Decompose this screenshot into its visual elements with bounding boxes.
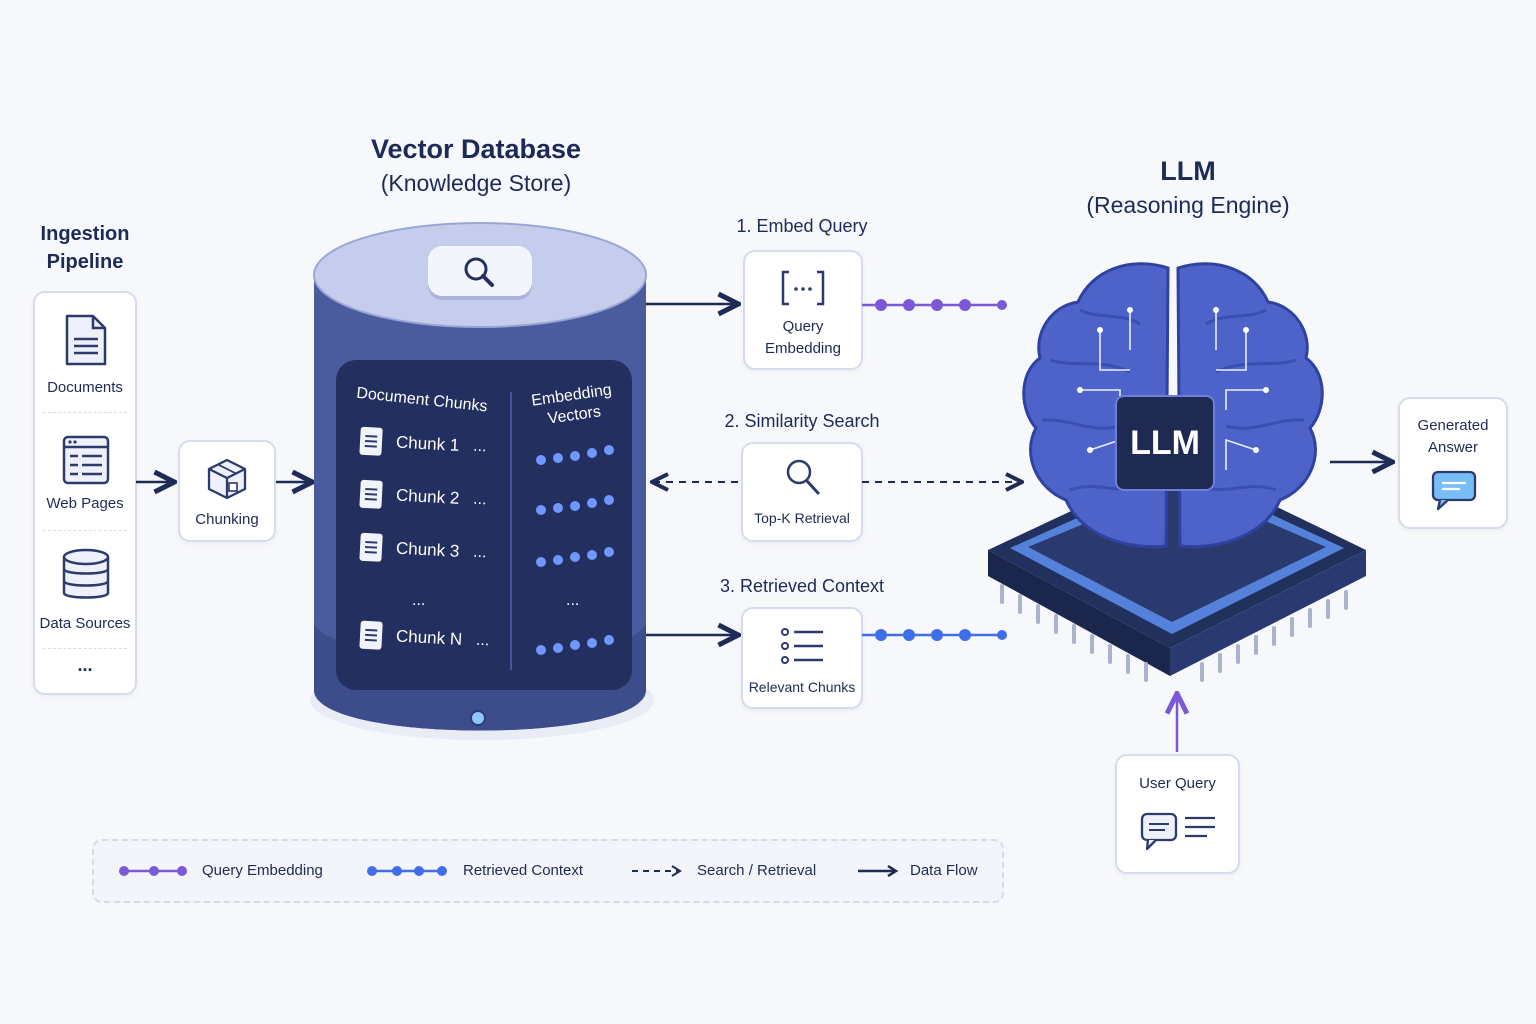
legend-query-embedding: Query Embedding xyxy=(202,862,323,879)
query-embedding-card[interactable]: Query Embedding xyxy=(743,250,863,370)
vectors-gap-ellipsis: ... xyxy=(566,592,580,609)
db-search-badge[interactable] xyxy=(428,246,532,296)
generated-answer-label: Generated Answer xyxy=(1400,415,1506,459)
vector-db-cylinder xyxy=(310,222,654,740)
top-k-retrieval-card[interactable]: Top-K Retrieval xyxy=(741,442,863,542)
web-pages-item[interactable]: Web Pages xyxy=(35,413,135,531)
document-icon xyxy=(65,314,107,366)
documents-label: Documents xyxy=(47,379,123,396)
legend-query-embedding-swatch xyxy=(119,866,187,876)
data-sources-label: Data Sources xyxy=(39,615,131,632)
web-pages-label: Web Pages xyxy=(46,495,124,512)
legend-retrieved-context-swatch xyxy=(367,866,447,876)
ingestion-panel: Documents Web Pages Data Sources ... xyxy=(33,291,137,695)
legend-data-flow-swatch xyxy=(858,864,899,878)
data-sources-item[interactable]: Data Sources xyxy=(35,531,135,649)
legend-data-flow: Data Flow xyxy=(910,862,978,879)
more-sources-ellipsis: ... xyxy=(77,655,93,675)
query-embedding-line1: Query xyxy=(782,318,824,335)
user-query-card[interactable]: User Query xyxy=(1115,754,1240,874)
database-icon xyxy=(62,548,110,599)
step-search-title: 2. Similarity Search xyxy=(724,411,880,431)
ingestion-title-line1: Ingestion xyxy=(40,223,130,245)
llm-chip-brain xyxy=(988,262,1366,682)
generated-answer-line2: Answer xyxy=(1427,439,1479,456)
legend-search-swatch xyxy=(632,865,682,877)
query-embedding-label: Query Embedding xyxy=(745,316,861,360)
divider xyxy=(43,530,127,531)
documents-item[interactable]: Documents xyxy=(35,293,135,411)
search-icon xyxy=(464,257,494,287)
chunking-card[interactable]: Chunking xyxy=(178,440,276,542)
divider xyxy=(43,412,127,413)
legend: Query Embedding Retrieved Context Search… xyxy=(92,839,1004,903)
search-icon xyxy=(786,459,820,495)
vector-db-title: Vector Database xyxy=(370,134,582,164)
query-embedding-line2: Embedding xyxy=(765,340,841,357)
llm-subtitle: (Reasoning Engine) xyxy=(1086,192,1290,218)
generated-answer-line1: Generated xyxy=(1417,417,1489,434)
generated-answer-card[interactable]: Generated Answer xyxy=(1398,397,1508,529)
relevant-chunks-label: Relevant Chunks xyxy=(748,679,856,695)
embedding-vectors xyxy=(536,445,614,655)
relevant-chunks-card[interactable]: Relevant Chunks xyxy=(741,607,863,709)
legend-search-retrieval: Search / Retrieval xyxy=(697,862,817,879)
ingestion-title-line2: Pipeline xyxy=(46,251,124,273)
chat-bubble-icon xyxy=(1431,470,1477,511)
cube-icon xyxy=(207,458,247,500)
llm-title: LLM xyxy=(1160,156,1216,186)
divider xyxy=(43,648,127,649)
step-context-title: 3. Retrieved Context xyxy=(719,576,885,596)
chunks-gap-ellipsis: ... xyxy=(412,592,426,609)
user-query-label: User Query xyxy=(1139,775,1216,792)
step-embed-title: 1. Embed Query xyxy=(736,216,868,236)
ingestion-title: Ingestion Pipeline xyxy=(20,220,150,276)
brackets-icon xyxy=(781,270,825,306)
vector-db-subtitle: (Knowledge Store) xyxy=(380,170,572,196)
llm-chip-label: LLM xyxy=(1130,424,1200,462)
web-page-icon xyxy=(62,435,110,485)
chat-message-icon xyxy=(1140,812,1215,851)
chunking-label: Chunking xyxy=(195,511,259,528)
list-icon xyxy=(781,628,823,664)
legend-retrieved-context: Retrieved Context xyxy=(463,862,584,879)
top-k-retrieval-label: Top-K Retrieval xyxy=(754,510,850,526)
